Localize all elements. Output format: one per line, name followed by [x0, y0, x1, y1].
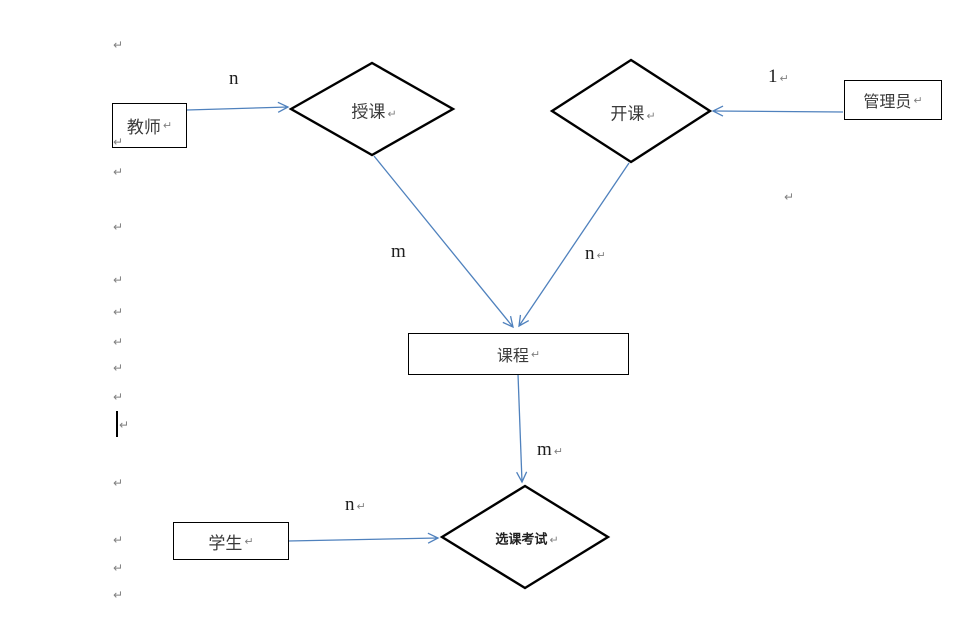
paragraph-mark: ↵	[646, 109, 656, 123]
cardinality-student-exam: n↵	[345, 494, 366, 515]
cardinality-open-course: n↵	[585, 243, 606, 264]
paragraph-mark: ↵	[162, 119, 173, 132]
entity-admin[interactable]: 管理员↵	[844, 80, 942, 120]
cardinality-admin-open: 1↵	[768, 66, 789, 87]
connector-teach-course[interactable]	[373, 155, 514, 329]
paragraph-mark: ↵	[356, 500, 366, 513]
relationship-diamond-exam[interactable]	[439, 484, 611, 590]
entity-student[interactable]: 学生↵	[173, 522, 289, 560]
text-cursor-caret	[116, 411, 118, 437]
cardinality-course-exam: m↵	[537, 439, 563, 460]
paragraph-mark: ↵	[119, 418, 130, 432]
entity-student-label: 学生	[208, 533, 243, 553]
relationship-diamond-open[interactable]	[549, 58, 713, 164]
paragraph-mark: ↵	[913, 93, 923, 107]
paragraph-mark: ↵	[113, 305, 124, 319]
entity-admin-label: 管理员	[863, 94, 912, 111]
paragraph-mark: ↵	[113, 561, 124, 575]
paragraph-mark: ↵	[113, 38, 124, 52]
paragraph-mark: ↵	[113, 588, 124, 602]
relationship-exam-label: 选课考试↵	[495, 531, 559, 547]
paragraph-mark: ↵	[113, 135, 124, 149]
paragraph-mark: ↵	[549, 533, 559, 547]
paragraph-mark: ↵	[530, 347, 541, 361]
entity-teacher-label: 教师	[126, 118, 161, 137]
paragraph-mark: ↵	[113, 533, 124, 547]
paragraph-mark: ↵	[553, 445, 563, 458]
cardinality-teacher-teach: n	[229, 68, 239, 89]
paragraph-mark: ↵	[596, 249, 606, 262]
connector-student-exam[interactable]	[287, 532, 440, 544]
paragraph-mark: ↵	[113, 335, 124, 349]
connector-open-course[interactable]	[518, 162, 630, 328]
relationship-diamond-teach[interactable]	[288, 61, 456, 157]
paragraph-mark: ↵	[387, 107, 397, 121]
connector-teacher-teach[interactable]	[186, 101, 290, 113]
paragraph-mark: ↵	[779, 72, 789, 85]
paragraph-mark: ↵	[244, 534, 254, 548]
relationship-teach-label: 授课↵	[351, 102, 397, 122]
paragraph-mark: ↵	[113, 361, 124, 375]
paragraph-mark: ↵	[113, 220, 124, 234]
connector-course-exam[interactable]	[516, 373, 528, 484]
entity-course-label: 课程	[496, 348, 529, 365]
relationship-open-label: 开课↵	[610, 104, 656, 124]
cardinality-teach-course: m	[391, 241, 406, 262]
paragraph-mark: ↵	[784, 190, 795, 204]
paragraph-mark: ↵	[113, 476, 124, 490]
paragraph-mark: ↵	[113, 273, 124, 287]
entity-teacher[interactable]: 教师↵	[112, 103, 187, 148]
paragraph-mark: ↵	[113, 390, 124, 404]
entity-course[interactable]: 课程↵	[408, 333, 629, 375]
paragraph-mark: ↵	[113, 165, 124, 179]
connector-admin-open[interactable]	[711, 105, 844, 117]
